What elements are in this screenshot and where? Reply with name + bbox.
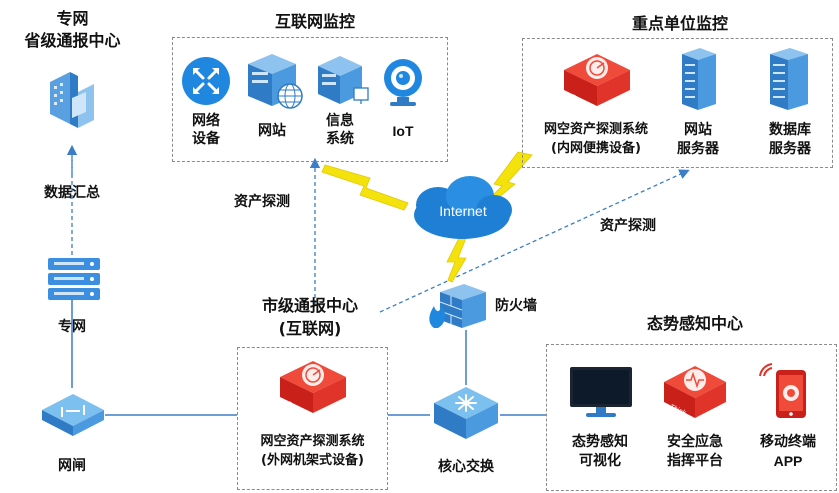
info-system-line2: 系统: [326, 131, 354, 147]
network-device-line1: 网络: [192, 113, 220, 129]
emergency-platform-line2: 指挥平台: [667, 453, 723, 469]
firewall-icon: [429, 284, 486, 328]
key-unit-box: [522, 38, 833, 168]
info-system-line1: 信息: [326, 113, 354, 129]
internet-monitoring-title: 互联网监控: [274, 12, 355, 31]
key-unit-title: 重点单位监控: [631, 14, 728, 33]
data-aggregation-label: 数据汇总: [44, 185, 100, 201]
city-center-title-line2: (互联网): [278, 319, 342, 338]
asset-probe-right-label: 资产探测: [600, 218, 656, 234]
website-server-line1: 网站: [684, 122, 712, 138]
provincial-title-line2: 省级通报中心: [24, 31, 121, 50]
iot-label: IoT: [392, 123, 414, 139]
gateway-icon: [42, 394, 104, 436]
core-switch-icon: [434, 387, 498, 439]
city-center-title-line1: 市级通报中心: [261, 296, 358, 315]
think-platform-icon: Think: [664, 366, 726, 418]
server-rack-icon: [48, 258, 100, 300]
network-device-line2: 设备: [192, 131, 220, 147]
space-scanner-icon-city: Space: [280, 361, 346, 415]
db-server-line1: 数据库: [769, 122, 811, 138]
emergency-platform-line1: 安全应急: [667, 434, 723, 450]
city-scanner-line1: 网空资产探测系统: [260, 434, 365, 449]
city-center-box: [237, 347, 388, 490]
key-scanner-line1: 网空资产探测系统: [543, 122, 648, 137]
city-scanner-line2: (外网机架式设备): [261, 453, 364, 468]
iot-camera-icon: [384, 59, 422, 106]
situation-visual-line2: 可视化: [579, 453, 621, 469]
website-icon: [248, 54, 303, 109]
asset-probe-left-label: 资产探测: [234, 194, 290, 210]
mobile-app-line2: APP: [773, 453, 803, 469]
provincial-title-line1: 专网: [56, 9, 89, 28]
key-scanner-line2: (内网便携设备): [551, 141, 641, 156]
lightning-left: [321, 164, 409, 211]
gateway-label: 网闸: [58, 458, 86, 474]
website-server-line2: 服务器: [677, 141, 719, 157]
mobile-app-icon: [759, 363, 806, 418]
monitor-icon: [570, 367, 632, 417]
situation-visual-line1: 态势感知: [572, 434, 628, 450]
space-scanner-icon-top: Space: [564, 54, 630, 108]
lightning-down: [446, 237, 467, 283]
database-server-icon: [770, 48, 808, 110]
core-switch-label: 核心交换: [438, 459, 494, 475]
website-label: 网站: [258, 123, 286, 139]
website-server-icon: [682, 48, 716, 110]
internet-monitoring-box: [172, 37, 448, 162]
mobile-app-line1: 移动终端: [760, 434, 816, 450]
situation-center-title: 态势感知中心: [646, 314, 743, 333]
network-device-icon: [182, 57, 230, 105]
private-network-label: 专网: [58, 319, 86, 335]
internet-cloud-icon: [414, 176, 512, 239]
db-server-line2: 服务器: [769, 141, 811, 157]
building-icon: [50, 72, 94, 128]
internet-label: Internet: [439, 203, 487, 219]
info-system-icon: [318, 56, 369, 104]
firewall-label: 防火墙: [495, 298, 537, 314]
situation-center-box: [546, 344, 837, 491]
